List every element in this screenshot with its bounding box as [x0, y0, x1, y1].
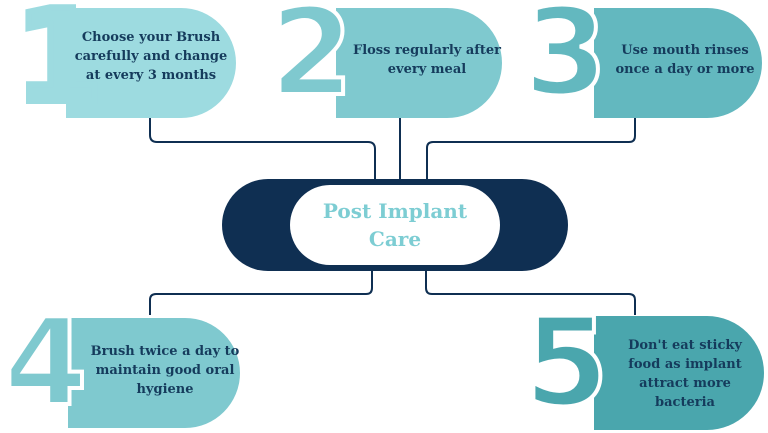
step-5-number: 5: [522, 292, 611, 433]
step-5-banner: [594, 316, 764, 430]
step-5-text: Don't eat sticky food as implant attract…: [628, 338, 742, 410]
step-5: 5 Don't eat sticky food as implant attra…: [518, 300, 768, 433]
step-4-number: 4: [2, 294, 89, 433]
step-3-number: 3: [522, 0, 609, 123]
step-2-number: 2: [268, 0, 355, 123]
step-4-text: Brush twice a day to maintain good oral …: [90, 343, 240, 397]
connector-1: [149, 118, 376, 180]
step-3-text: Use mouth rinses once a day or more: [615, 43, 755, 77]
step-2-banner: [336, 8, 502, 118]
step-1-number: 1: [11, 0, 106, 132]
step-1: 1 Choose your Brush carefully and change…: [0, 0, 250, 125]
step-4: 4 Brush twice a day to maintain good ora…: [0, 302, 250, 433]
connector-4: [149, 270, 373, 315]
step-1-text: Choose your Brush carefully and change a…: [74, 29, 228, 83]
step-4-banner: [68, 318, 240, 428]
connector-5: [425, 270, 636, 315]
step-3: 3 Use mouth rinses once a day or more: [518, 0, 768, 125]
step-2: 2 Floss regularly after every meal: [260, 0, 510, 125]
step-1-banner: [66, 8, 236, 118]
step-3-banner: [594, 8, 762, 118]
center-pill: Post Implant Care: [290, 185, 500, 265]
step-2-text: Floss regularly after every meal: [352, 43, 502, 77]
connector-3: [426, 118, 636, 180]
center-title: Post Implant Care: [322, 199, 468, 251]
